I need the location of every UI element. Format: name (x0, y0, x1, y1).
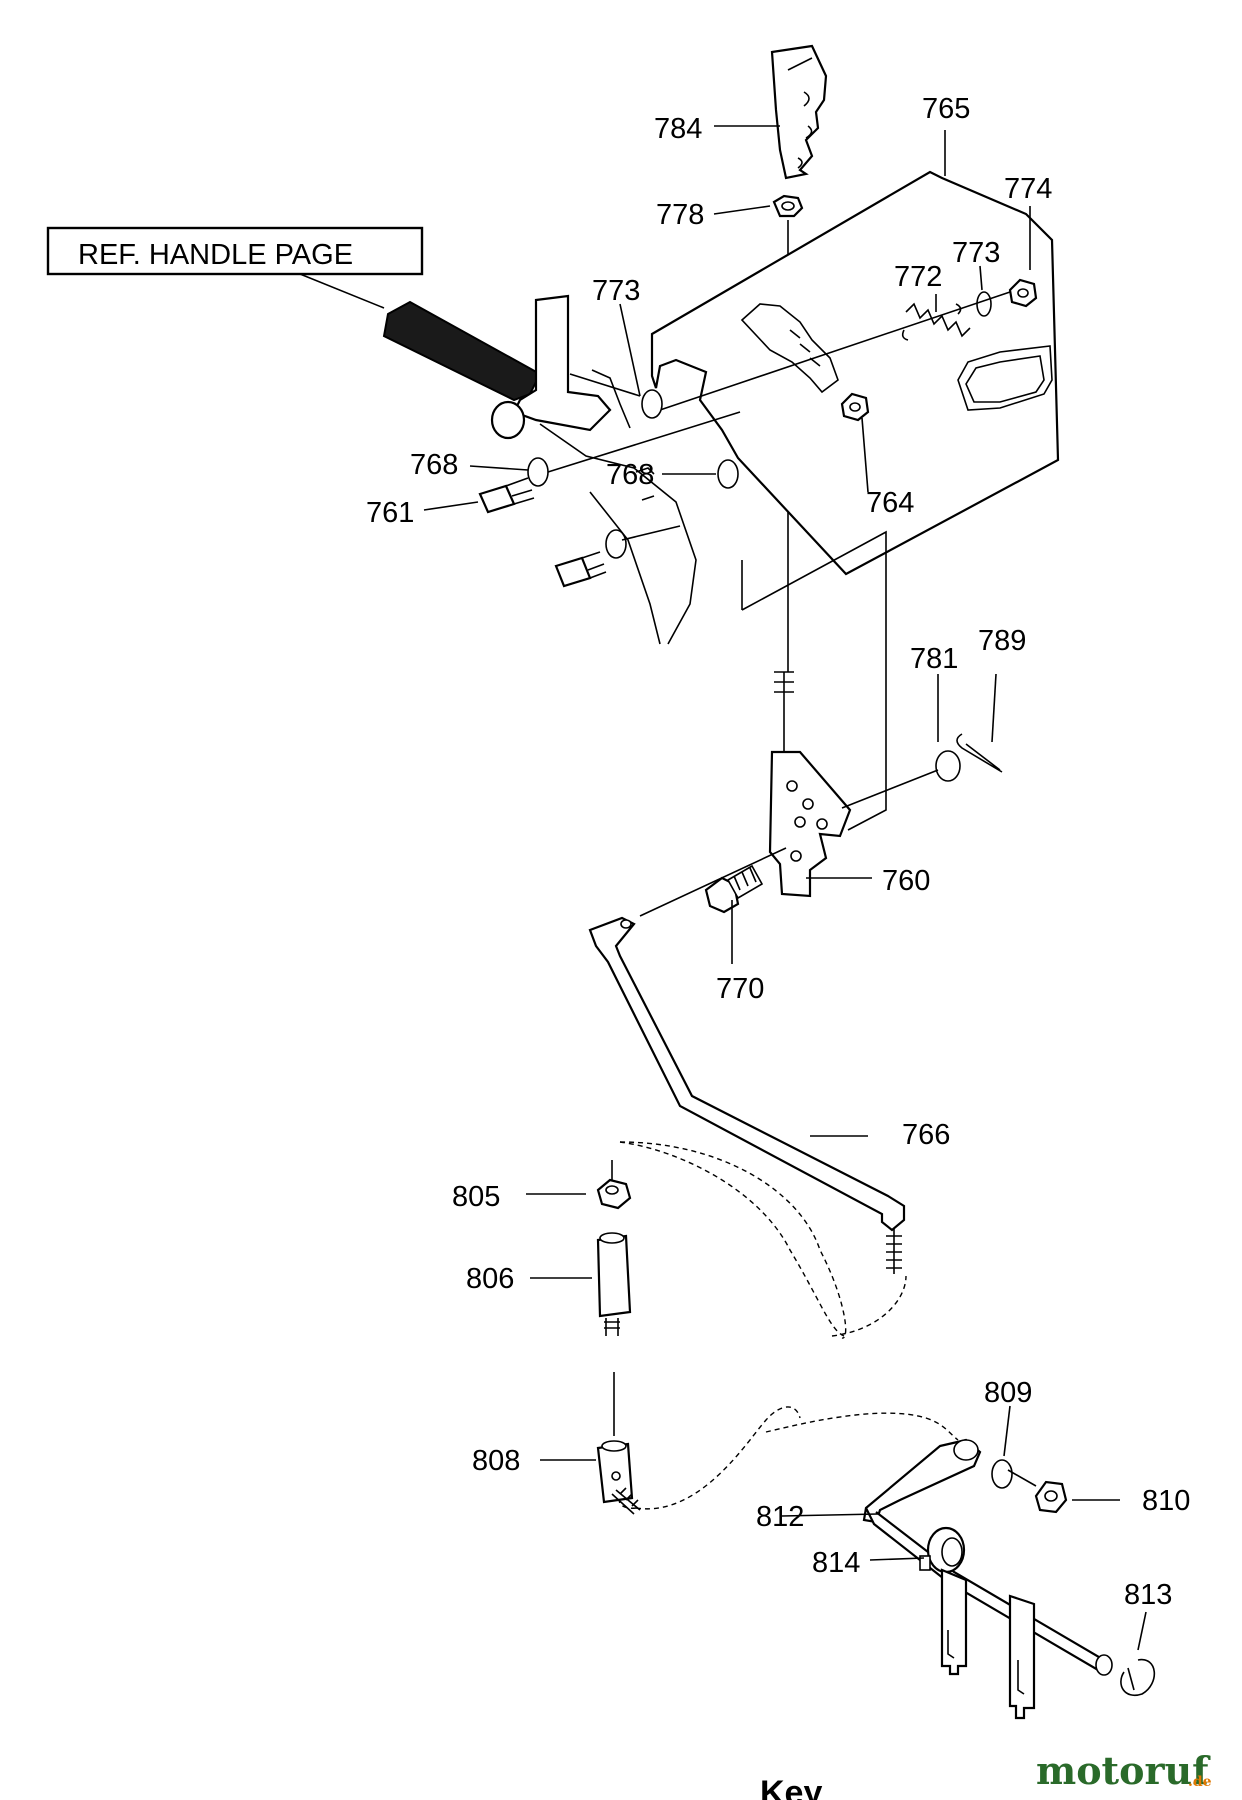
label-770: 770 (716, 973, 764, 1005)
label-768-left: 768 (410, 449, 458, 481)
label-808: 808 (472, 1445, 520, 1477)
spacer-806-part (596, 1232, 632, 1336)
washer-768-left-part (527, 457, 549, 487)
label-766: 766 (902, 1119, 950, 1151)
label-789: 789 (978, 625, 1026, 657)
nut-810-part (1034, 1480, 1068, 1514)
screw-761-part (478, 477, 535, 514)
cotter-pin-789-part (956, 733, 1003, 773)
leader-lines (423, 125, 1147, 1651)
bracket-arm-part (539, 423, 697, 645)
label-784: 784 (654, 113, 702, 145)
label-814: 814 (812, 1547, 860, 1579)
reference-box: REF. HANDLE PAGE (46, 226, 424, 309)
screw-lower-part (554, 551, 607, 588)
nut-805-part (596, 1178, 632, 1210)
retaining-ring-813-part (1120, 1658, 1156, 1697)
label-764: 764 (866, 487, 914, 519)
label-760: 760 (882, 865, 930, 897)
shift-bracket-760-part (768, 671, 852, 898)
label-778: 778 (656, 199, 704, 231)
footer-key-text: Key (760, 1774, 822, 1800)
bolt-770-part (704, 864, 764, 914)
console-panel-part (650, 170, 1060, 576)
label-812: 812 (756, 1501, 804, 1533)
washer-809-part (991, 1459, 1013, 1489)
label-781: 781 (910, 643, 958, 675)
reference-box-text: REF. HANDLE PAGE (78, 239, 353, 271)
label-774: 774 (1004, 173, 1052, 205)
label-809: 809 (984, 1377, 1032, 1409)
part-labels: 784 765 774 778 773 772 773 768 768 764 … (366, 93, 1190, 1611)
shift-fork-left-part (940, 1568, 968, 1676)
watermark-main-text: motoruf (1036, 1748, 1211, 1793)
washer-773-right-part (976, 291, 992, 317)
label-773-right: 773 (952, 237, 1000, 269)
washer-773-left-part (641, 389, 663, 419)
label-768-right: 768 (606, 459, 654, 491)
label-810: 810 (1142, 1485, 1190, 1517)
washer-781-part (935, 750, 961, 782)
washer-lower-part (605, 529, 627, 559)
coupler-808-part (596, 1440, 641, 1515)
shift-fork-right-part (1008, 1594, 1036, 1720)
shift-lever-part (382, 294, 641, 440)
label-805: 805 (452, 1181, 500, 1213)
label-761: 761 (366, 497, 414, 529)
label-772: 772 (894, 261, 942, 293)
washer-768-right-part (717, 459, 739, 489)
watermark-suffix-text: .de (1188, 1774, 1212, 1790)
label-773-left: 773 (592, 275, 640, 307)
label-765: 765 (922, 93, 970, 125)
label-806: 806 (466, 1263, 514, 1295)
watermark-logo: motoruf .de (1036, 1748, 1212, 1793)
shift-arm-812-part (862, 1438, 1113, 1676)
shift-rod-766-part (588, 916, 906, 1274)
grip-handle-part (770, 44, 828, 180)
nut-764-part (840, 392, 870, 422)
label-813: 813 (1124, 1579, 1172, 1611)
nut-778-part (772, 194, 804, 218)
nut-774-part (1008, 278, 1038, 308)
